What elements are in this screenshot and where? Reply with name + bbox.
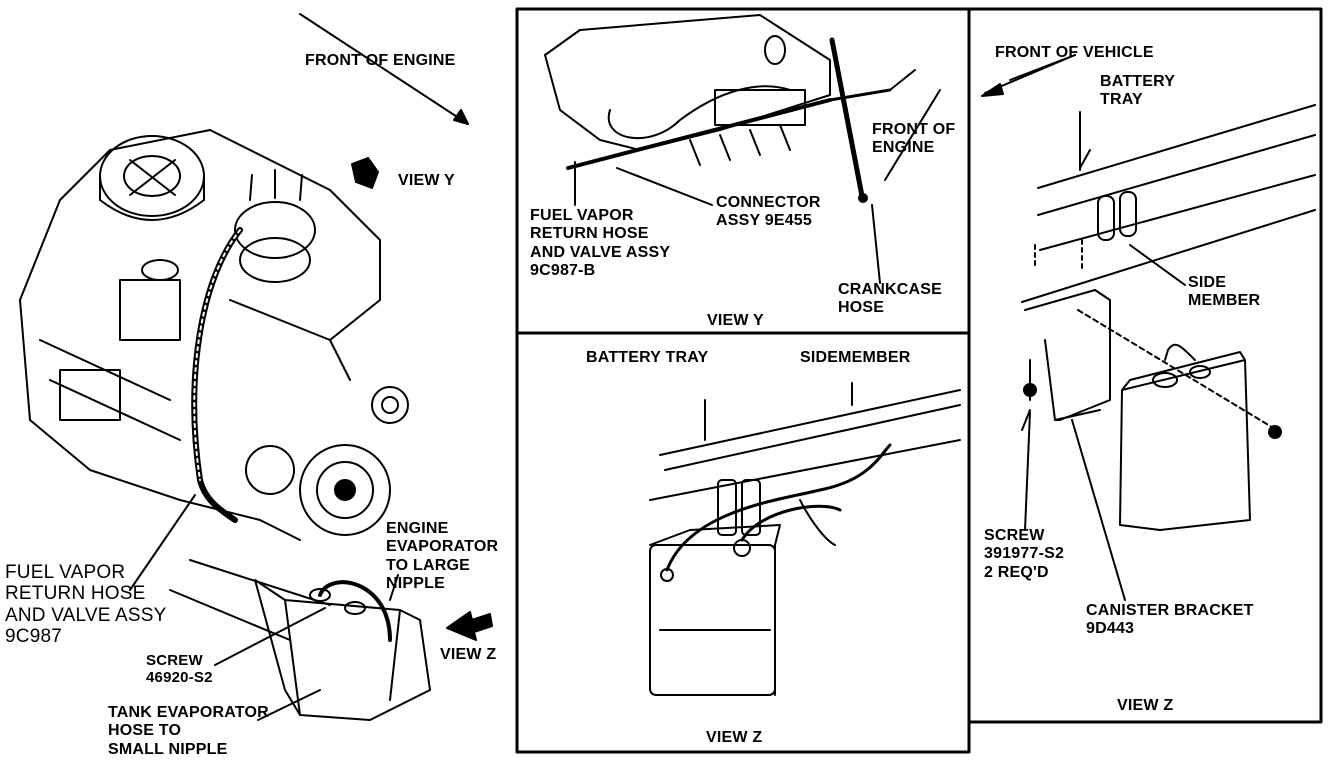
- label-battery-tray-center: BATTERY TRAY: [586, 349, 709, 366]
- label-screw-46920: SCREW 46920-S2: [146, 652, 213, 687]
- label-fuel-vapor-return-hose: FUEL VAPOR RETURN HOSE AND VALVE ASSY 9C…: [5, 562, 167, 647]
- label-fuel-vapor-return-y: FUEL VAPOR RETURN HOSE AND VALVE ASSY 9C…: [530, 207, 671, 280]
- caption-view-z-right: VIEW Z: [1117, 697, 1174, 714]
- label-screw-391977: SCREW 391977-S2 2 REQ'D: [984, 527, 1065, 581]
- view-y-illustration: [544, 14, 941, 284]
- label-side-member: SIDE MEMBER: [1188, 274, 1261, 310]
- engine-illustration: [19, 13, 493, 721]
- label-canister-bracket: CANISTER BRACKET 9D443: [1086, 602, 1254, 638]
- label-tank-evaporator-hose: TANK EVAPORATOR HOSE TO SMALL NIPPLE: [108, 704, 269, 758]
- label-front-of-engine: FRONT OF ENGINE: [305, 52, 456, 69]
- label-sidemember: SIDEMEMBER: [800, 349, 911, 366]
- view-z-center-frame: [515, 331, 971, 754]
- label-view-y-pointer: VIEW Y: [398, 172, 455, 189]
- view-z-right-frame: [967, 7, 1323, 724]
- label-front-of-engine-y: FRONT OF ENGINE: [872, 121, 956, 157]
- label-front-of-vehicle: FRONT OF VEHICLE: [995, 44, 1154, 61]
- view-z-right-illustration: [981, 54, 1316, 601]
- caption-view-z-center: VIEW Z: [706, 729, 763, 746]
- caption-view-y: VIEW Y: [707, 312, 764, 329]
- view-z-center-illustration: [649, 382, 961, 696]
- label-connector-assy: CONNECTOR ASSY 9E455: [716, 194, 821, 230]
- label-battery-tray-right: BATTERY TRAY: [1100, 73, 1176, 109]
- label-engine-evaporator-hose: ENGINE EVAPORATOR TO LARGE NIPPLE: [386, 520, 499, 593]
- label-crankcase-hose: CRANKCASE HOSE: [838, 281, 943, 317]
- label-view-z-pointer: VIEW Z: [440, 646, 497, 663]
